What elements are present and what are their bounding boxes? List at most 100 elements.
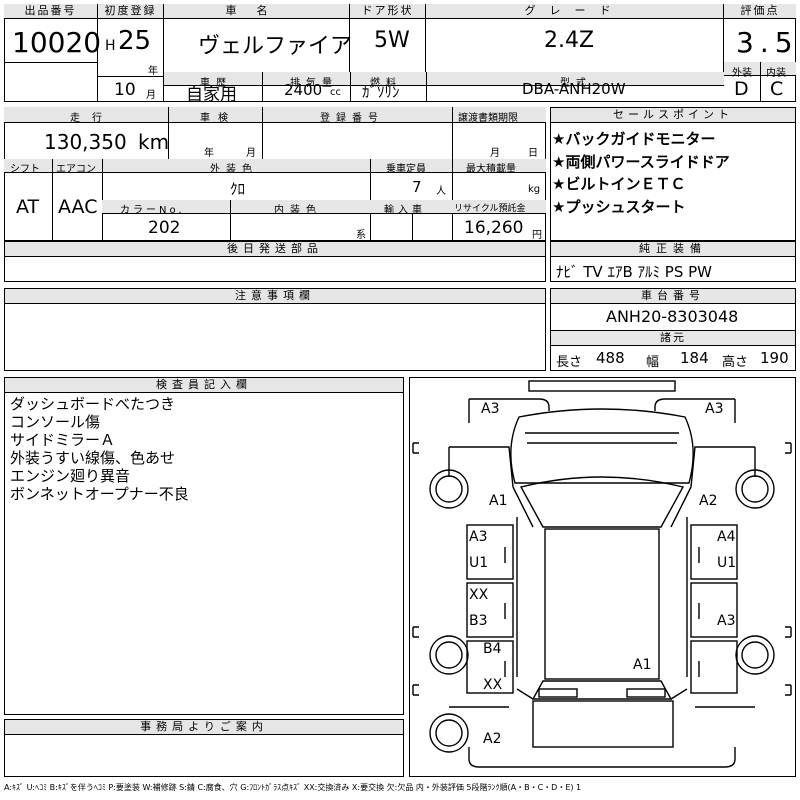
ac-label: エアコン [56,164,96,175]
recycle-label: リサイクル預託金 [454,204,526,214]
sales-point-item: ★両側パワースライドドア [552,152,730,171]
reg-number-label: 登録番号 [320,113,384,124]
sales-points-box [550,107,796,241]
inspector-notes-box [4,377,404,715]
mark-left-rear-door-1: XX [469,587,489,603]
first-registration-cell: 初度登録 H 25 年 10 月 [98,4,164,102]
mark-front-right: A3 [705,401,723,417]
car-name: ヴェルファイア [198,34,353,59]
load-unit: kg [528,184,541,195]
score-label: 評価点 [724,4,796,19]
mark-left-front-door-2: U1 [469,555,488,571]
mileage: 130,350 [44,130,127,154]
office-notice-box [4,719,404,777]
inspection-label: 車検 [200,113,236,124]
width-label: 幅 [646,355,660,370]
damage-diagram-box [409,377,796,777]
ext-label: 外装 [732,68,752,79]
inspector-note-line: 外装うすい線傷、色あせ [10,449,176,467]
color-number: 202 [148,218,181,238]
sales-point-item: ★バックガイドモニター [552,130,716,148]
inspector-note-line: コンソール傷 [10,413,101,431]
mark-left-rear-door-2: B3 [469,613,488,629]
displacement-label: 排気量 [290,78,338,89]
mark-left-front-fender: A1 [489,493,507,509]
car-name-label: 車名 [164,4,349,19]
capacity-unit: 人 [436,186,446,197]
mark-right-front-fender: A2 [699,493,717,509]
exterior-grade: D [734,78,749,100]
door-type: 5W [374,28,410,53]
car-name-cell: 車名 ヴェルファイア [164,4,353,72]
first-registration-label: 初度登録 [98,4,163,19]
door-cell: ドア形状 5W [350,4,426,72]
mark-right-rear-door: A3 [717,613,735,629]
height: 190 [760,349,789,367]
later-parts-label: 後日発送部品 [5,242,545,257]
sales-point-item: ★ビルトインＥＴＣ [552,175,686,193]
color-label: 外装色 [210,164,258,175]
int-label: 内装 [766,68,786,79]
era: H [105,38,116,54]
car-diagram: A3 A3 A1 A2 A3 U1 A4 U1 XX B3 A3 B4 XX A… [412,380,792,768]
capacity-label: 乗車定員 [386,164,426,175]
color-number-label: カラーNo. [120,205,185,216]
month-unit: 月 [146,90,156,101]
recycle-unit: 円 [532,230,542,241]
interior-color-label: 内装色 [274,205,322,216]
sales-points-list: ★バックガイドモニター★両側パワースライドドア★ビルトインＥＴＣ★プッシュスター… [552,128,730,218]
score-cell: 評価点 3.5 外装 内装 D C [724,4,796,102]
transfer-day-unit: 日 [528,148,538,159]
mark-left-rear-1: B4 [483,641,502,657]
mileage-unit: km [138,130,170,154]
transfer-deadline-label: 譲渡書類期限 [458,113,518,124]
shift-label: シフト [10,164,40,175]
lot-number: 10020 [12,26,102,59]
sales-points-label: セールスポイント [551,108,795,123]
inspection-year-unit: 年 [204,148,214,159]
exterior-color: ｸﾛ [230,180,246,198]
inspection-month-unit: 月 [246,148,256,159]
history-label: 車歴 [200,78,232,89]
inspector-note-line: エンジン廻り異音 [10,467,131,485]
reg-year: 25 [118,26,152,56]
mileage-label: 走行 [70,113,114,124]
width: 184 [680,349,709,367]
interior-grade: C [770,78,784,100]
score: 3.5 [736,26,799,59]
displacement-unit: cc [330,87,341,98]
chassis-box [550,288,796,371]
model-code: DBA-ANH20W [522,80,626,98]
max-load-label: 最大積載量 [466,164,516,175]
fuel-label: 燃料 [370,78,402,89]
height-label: 高さ [722,355,749,370]
transfer-month-unit: 月 [490,148,500,159]
later-parts-box [4,241,546,282]
lot-number-cell: 出品番号 10020 [4,4,102,102]
grade-label: グレード [426,4,723,19]
length-label: 長さ [556,355,583,370]
genuine-equipment-box [550,241,796,282]
inspector-note-line: ダッシュボードべたつき [10,395,176,413]
legend: A:ｷｽﾞ U:ﾍｺﾐ B:ｷｽﾞを伴うﾍｺﾐ P:要塗装 W:補修跡 S:錆 … [4,783,582,792]
genuine-equipment: ﾅﾋﾞ TV ｴｱB ｱﾙﾐ PS PW [556,263,712,281]
mark-roof-rear: A1 [633,657,651,673]
mark-front-left: A3 [481,401,499,417]
mark-right-front-door-1: A4 [717,529,736,545]
dims-label: 諸元 [551,330,795,346]
office-notice-label: 事務局よりご案内 [5,720,403,735]
recycle-fee: 16,260 [464,218,524,238]
displacement: 2400 [284,81,323,99]
mark-right-front-door-2: U1 [717,555,736,571]
model-label: 型式 [560,78,592,89]
capacity: 7 [412,178,422,196]
grade-cell: グレード 2.4Z [426,4,724,72]
inspector-note-line: ボンネットオープナー不良 [10,485,189,503]
fuel: ｶﾞｿﾘﾝ [362,83,400,101]
grade: 2.4Z [544,28,595,53]
import-label: 輸入車 [384,205,426,216]
car-history: 自家用 [186,85,237,105]
interior-color-unit: 系 [356,230,366,241]
chassis-label: 車台番号 [551,289,795,304]
